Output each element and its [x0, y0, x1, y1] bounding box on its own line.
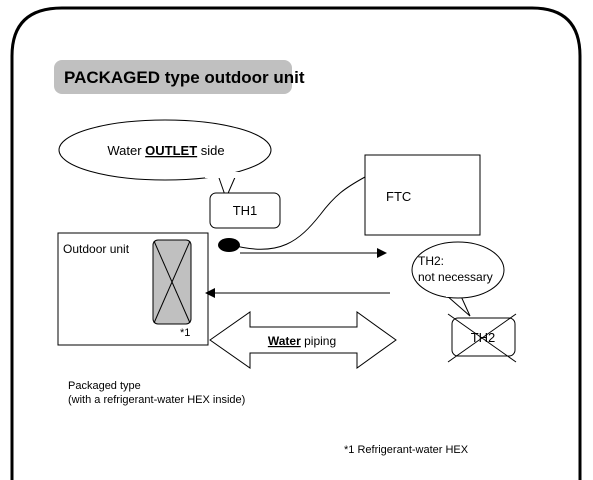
th1-sensor-dot	[218, 238, 240, 252]
outlet-callout-text: Water OUTLET side	[107, 143, 224, 158]
outlet-callout-bubble	[58, 119, 272, 181]
th1-sensor-box	[209, 192, 281, 229]
page-title: PACKAGED type outdoor unit	[64, 68, 305, 87]
th2-callout-line1: TH2:	[418, 254, 444, 268]
th2-callout-bubble	[411, 241, 505, 299]
water-piping-arrow	[209, 311, 397, 369]
footnote: *1 Refrigerant-water HEX	[344, 444, 469, 456]
outlet-emphasis: OUTLET	[145, 143, 197, 158]
th1-label: TH1	[233, 203, 258, 218]
slide-frame	[10, 6, 582, 480]
th2-cross-line-2	[447, 313, 517, 363]
outdoor-unit-label: Outdoor unit	[63, 242, 130, 256]
caption-line1: Packaged type	[68, 380, 141, 392]
th2-callout-tail	[445, 293, 471, 317]
title-band	[54, 60, 292, 94]
hex-marker: *1	[180, 327, 190, 339]
th2-callout-line2: not necessary	[418, 270, 493, 284]
water-piping-label: Water piping	[268, 334, 336, 348]
ftc-label: FTC	[386, 189, 411, 204]
ftc-controller-box	[364, 154, 481, 236]
caption-line2: (with a refrigerant-water HEX inside)	[68, 394, 245, 406]
water-emphasis: Water	[268, 334, 301, 348]
sensor-cable	[231, 176, 366, 250]
